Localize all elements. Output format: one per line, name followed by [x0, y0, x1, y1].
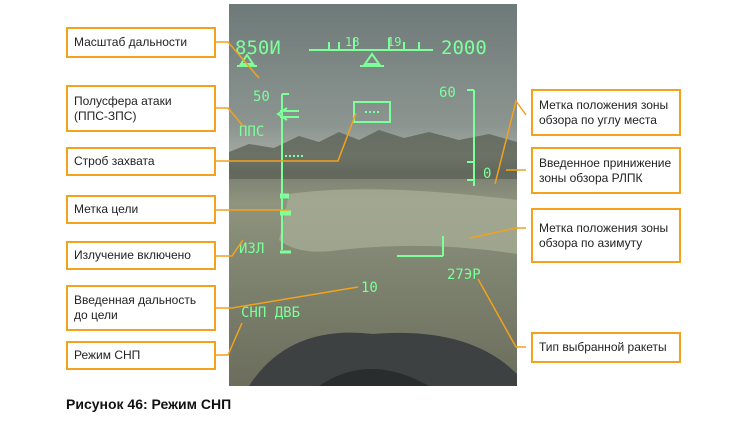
elevation-offset-value: 0 [483, 166, 491, 182]
hud-display: 850И 2000 18 19 50 ППС 60 0 ИЗЛ 10 СНП Д… [229, 4, 517, 386]
range-scale-value: 50 [253, 89, 270, 105]
label-emission-on: Излучение включено [66, 241, 216, 270]
heading-tick-label-2: 19 [387, 35, 401, 49]
aircraft-nose [249, 332, 517, 386]
heading-tick-label-1: 18 [345, 35, 359, 49]
water-area [279, 189, 517, 254]
label-lowering: Введенное принижение зоны обзора РЛПК [531, 147, 681, 194]
mode-indicator: СНП ДВБ [241, 305, 300, 321]
elevation-scale-value: 60 [439, 85, 456, 101]
hud-svg: 850И 2000 18 19 50 ППС 60 0 ИЗЛ 10 СНП Д… [229, 4, 517, 386]
heading-readout: 850И [235, 37, 281, 59]
label-target-range: Введенная дальность до цели [66, 285, 216, 331]
lock-strobe-box [353, 101, 391, 123]
label-range-scale: Масштаб дальности [66, 27, 216, 58]
label-snp-mode: Режим СНП [66, 341, 216, 370]
heading-index-triangle [363, 52, 381, 65]
label-missile-type: Тип выбранной ракеты [531, 332, 681, 363]
label-lock-strobe: Строб захвата [66, 147, 216, 176]
elevation-zone-bracket [467, 161, 475, 181]
canopy-frame [319, 369, 429, 386]
attack-hemisphere-indicator: ППС [239, 124, 264, 140]
missile-type-indicator: 27ЭР [447, 267, 481, 283]
target-range-value: 10 [361, 280, 378, 296]
figure-caption: Рисунок 46: Режим СНП [66, 396, 232, 412]
altitude-readout: 2000 [441, 37, 487, 59]
emission-indicator: ИЗЛ [239, 241, 264, 257]
label-attack-hemisphere: Полусфера атаки (ППС-ЗПС) [66, 85, 216, 132]
label-target-mark: Метка цели [66, 195, 216, 224]
label-azimuth-zone: Метка положения зоны обзора по азимуту [531, 208, 681, 263]
label-elev-zone: Метка положения зоны обзора по углу мест… [531, 89, 681, 136]
